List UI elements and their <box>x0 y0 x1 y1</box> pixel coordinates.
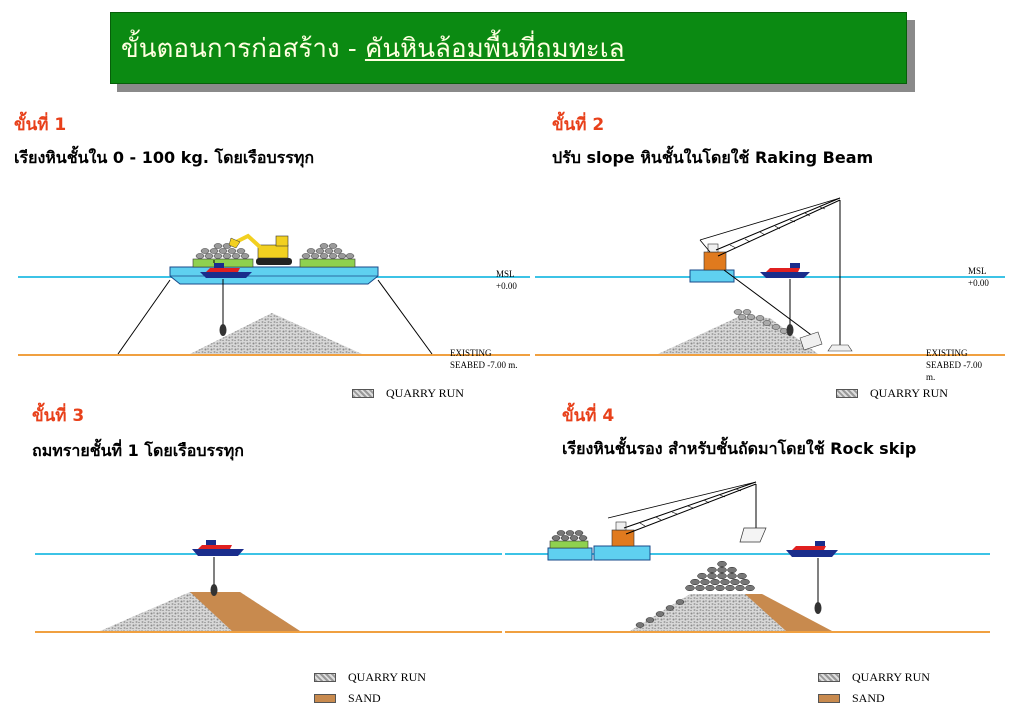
seabed-unit: m. <box>926 372 936 382</box>
secondary-rock-pile <box>635 560 755 628</box>
sand-fill <box>190 592 300 631</box>
hook <box>219 324 227 336</box>
hook <box>786 324 794 336</box>
tug-boat <box>760 263 810 278</box>
step-2-label: ขั้นที่ 2 <box>552 115 605 135</box>
existing-label: EXISTING <box>926 348 968 358</box>
step-1-label: ขั้นที่ 1 <box>14 115 67 135</box>
crane-barge <box>689 269 735 283</box>
step-3-description: ถมทรายชั้นที่ 1 โดยเรือบรรทุก <box>32 441 244 460</box>
step-4-description: เรียงหินชั้นรอง สำหรับชั้นถัดมาโดยใช้ Ro… <box>562 439 917 458</box>
msl-label: MSL <box>496 269 515 279</box>
legend-quarry-run: QUARRY RUN <box>314 670 426 685</box>
existing-label: EXISTING <box>450 348 492 358</box>
crane-barge <box>593 545 651 561</box>
legend-quarry-run: QUARRY RUN <box>818 670 930 685</box>
seabed-label: SEABED -7.00 <box>926 360 982 370</box>
tug-boat <box>786 541 838 557</box>
msl-value: +0.00 <box>496 281 517 291</box>
seabed-label: SEABED -7.00 m. <box>450 360 518 370</box>
tug-boat <box>200 260 252 278</box>
title-prefix: ขั้นตอนการก่อสร้าง - <box>121 34 365 64</box>
legend-sand: SAND <box>314 691 381 706</box>
sand-fill <box>745 594 832 631</box>
legend-quarry-run: QUARRY RUN <box>836 386 948 401</box>
legend-quarry-run: QUARRY RUN <box>352 386 464 401</box>
title-underlined: คันหินล้อมพื้นที่ถมทะเล <box>364 34 625 64</box>
sand-swatch <box>818 694 840 703</box>
hook <box>210 584 218 596</box>
step-2-description: ปรับ slope หินชั้นในโดยใช้ Raking Beam <box>552 148 874 167</box>
panel-3-diagram <box>35 540 502 633</box>
panel-2-diagram <box>535 197 1005 356</box>
hook <box>814 602 822 614</box>
msl-label: MSL <box>968 266 987 276</box>
sand-swatch <box>314 694 336 703</box>
rock-skip <box>739 527 767 543</box>
msl-value: +0.00 <box>968 278 989 288</box>
quarry-swatch <box>818 673 840 682</box>
anchor-line <box>117 279 171 355</box>
crane <box>699 197 853 352</box>
quarry-swatch <box>314 673 336 682</box>
supply-barge <box>547 547 593 561</box>
panel-1-diagram <box>18 233 530 356</box>
quarry-mound <box>190 313 362 354</box>
excavator <box>228 233 292 265</box>
panel-4-diagram <box>505 481 990 633</box>
step-3-label: ขั้นที่ 3 <box>32 406 85 426</box>
barge <box>169 266 379 285</box>
crane <box>607 481 767 547</box>
page-title: ขั้นตอนการก่อสร้าง - คันหินล้อมพื้นที่ถม… <box>110 12 907 84</box>
rock-pile <box>195 243 355 259</box>
legend-sand: SAND <box>818 691 885 706</box>
tug-boat <box>192 540 244 556</box>
rock-pile <box>733 309 789 334</box>
anchor-line <box>377 279 433 355</box>
step-1-description: เรียงหินชั้นใน 0 - 100 kg. โดยเรือบรรทุก <box>14 148 315 167</box>
quarry-swatch <box>352 389 374 398</box>
quarry-swatch <box>836 389 858 398</box>
step-4-label: ขั้นที่ 4 <box>562 406 615 426</box>
